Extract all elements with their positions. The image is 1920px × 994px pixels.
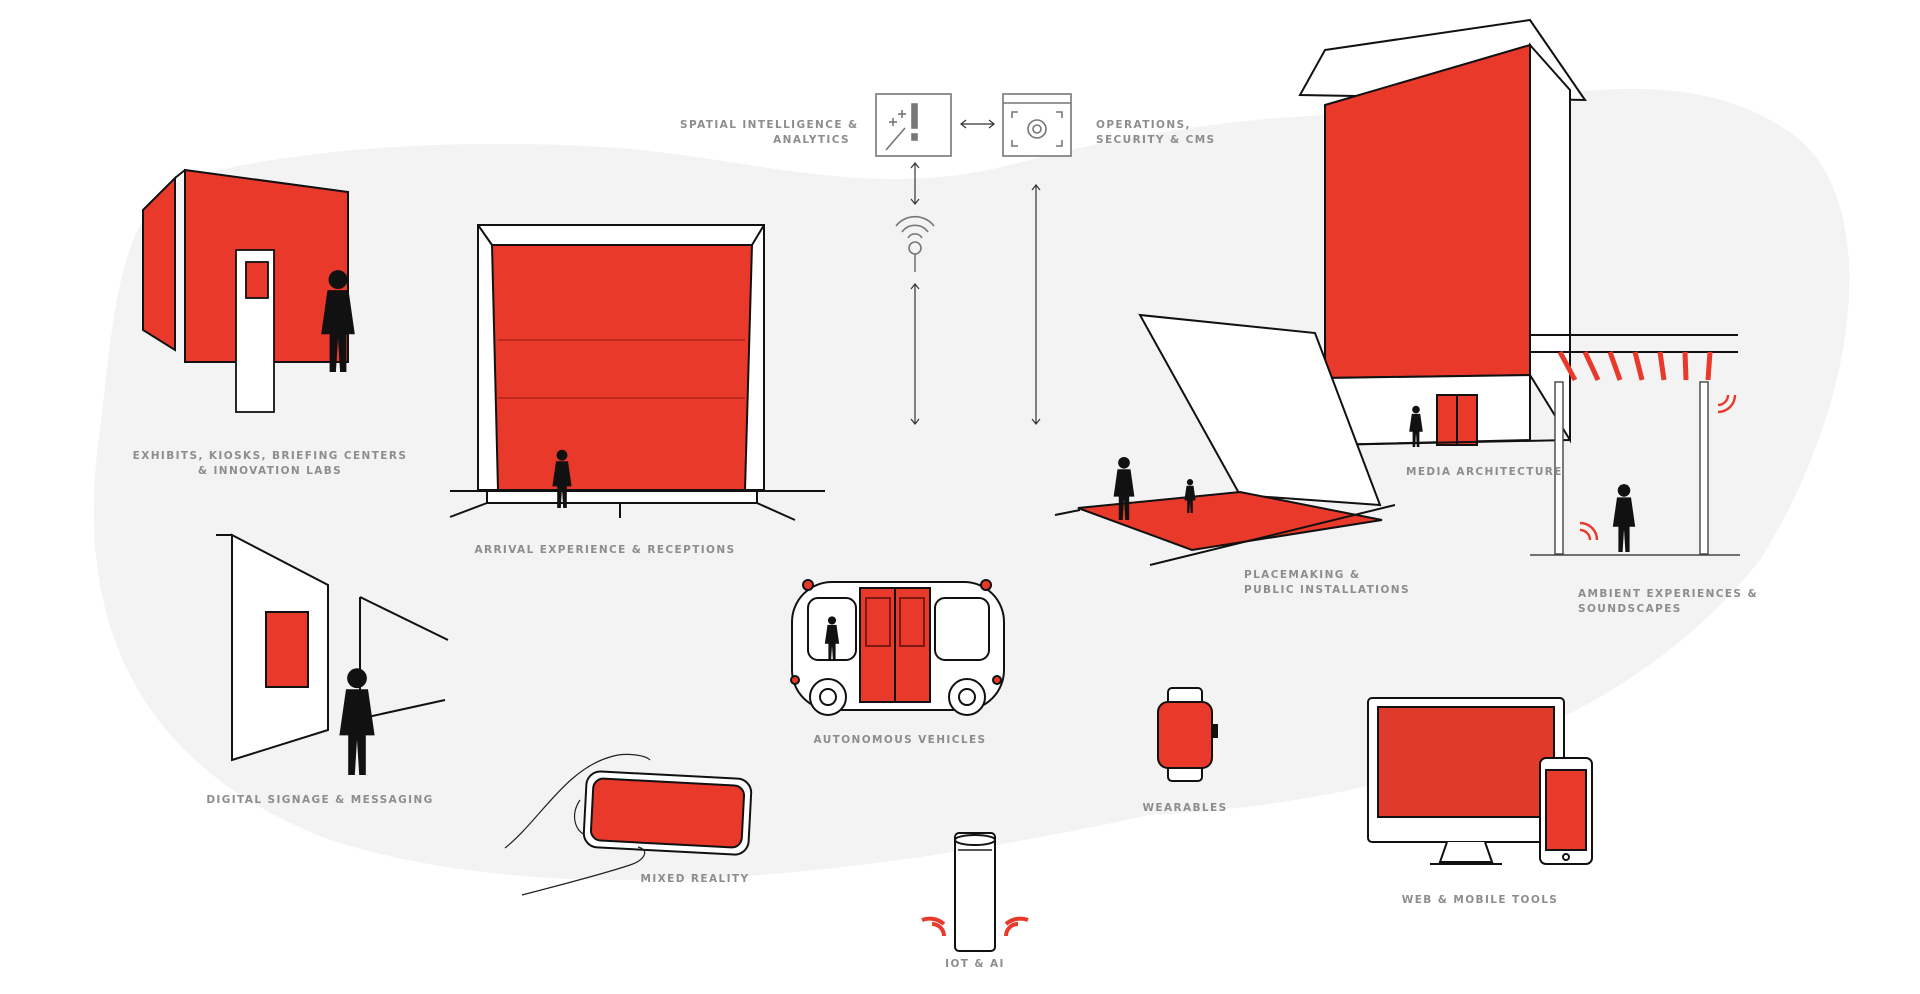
desktop-monitor: [1367, 697, 1565, 865]
placemaking-installation: [1054, 313, 1396, 566]
label-line: DIGITAL SIGNAGE & MESSAGING: [206, 794, 434, 806]
mobile-phone: [1539, 757, 1593, 865]
connector-arrows: [910, 119, 1041, 425]
kiosk: [235, 249, 275, 413]
label-autonomous-vehicles: AUTONOMOUS VEHICLES: [810, 733, 990, 748]
label-wearables: WEARABLES: [1135, 801, 1235, 816]
label-mixed-reality: MIXED REALITY: [640, 872, 750, 887]
label-line: WEB & MOBILE TOOLS: [1401, 894, 1559, 906]
label-line: PUBLIC INSTALLATIONS: [1244, 584, 1410, 596]
label-line: EXHIBITS, KIOSKS, BRIEFING CENTERS: [132, 450, 408, 462]
label-operations: OPERATIONS, SECURITY & CMS: [1096, 118, 1216, 148]
label-spatial-intelligence: SPATIAL INTELLIGENCE & ANALYTICS: [680, 118, 859, 148]
label-line: SOUNDSCAPES: [1578, 603, 1682, 615]
media-building: [1298, 18, 1738, 447]
label-iot-ai: IOT & AI: [925, 957, 1025, 972]
hand-outline: [504, 753, 651, 896]
smart-speaker-icon: [954, 832, 996, 952]
label-line: AUTONOMOUS VEHICLES: [813, 734, 987, 746]
label-line: SPATIAL INTELLIGENCE &: [680, 119, 859, 131]
label-line: MIXED REALITY: [640, 873, 750, 885]
reception-frame: [449, 224, 825, 521]
label-line: IOT & AI: [945, 958, 1005, 970]
label-placemaking: PLACEMAKING & PUBLIC INSTALLATIONS: [1244, 568, 1410, 598]
label-line: & INNOVATION LABS: [197, 465, 343, 477]
sound-wave-icon: [1579, 394, 1737, 541]
signage-wall: [216, 533, 449, 762]
label-line: ARRIVAL EXPERIENCE & RECEPTIONS: [474, 544, 736, 556]
label-line: WEARABLES: [1142, 802, 1228, 814]
canopy-slats: [1557, 350, 1713, 382]
autonomous-vehicle: [790, 579, 1005, 716]
label-exhibits: EXHIBITS, KIOSKS, BRIEFING CENTERS & INN…: [120, 449, 420, 479]
ambient-frame: [1530, 381, 1740, 556]
wireless-beacon-icon: [895, 215, 935, 272]
operations-icon-group: [1002, 93, 1072, 157]
sound-wave-icon: [921, 916, 1029, 937]
analytics-icon-group: [875, 93, 952, 157]
label-line: PLACEMAKING &: [1244, 569, 1361, 581]
label-arrival: ARRIVAL EXPERIENCE & RECEPTIONS: [470, 543, 740, 558]
label-line: AMBIENT EXPERIENCES &: [1578, 588, 1759, 600]
mixed-reality-phone: [582, 770, 753, 856]
label-web-mobile: WEB & MOBILE TOOLS: [1390, 893, 1570, 908]
label-line: SECURITY & CMS: [1096, 134, 1216, 146]
label-line: ANALYTICS: [773, 134, 850, 146]
label-line: OPERATIONS,: [1096, 119, 1191, 131]
smartwatch-icon: [1157, 687, 1218, 782]
label-ambient: AMBIENT EXPERIENCES & SOUNDSCAPES: [1578, 587, 1758, 617]
label-digital-signage: DIGITAL SIGNAGE & MESSAGING: [200, 793, 440, 808]
label-media-architecture: MEDIA ARCHITECTURE: [1406, 465, 1563, 480]
label-line: MEDIA ARCHITECTURE: [1406, 466, 1563, 478]
